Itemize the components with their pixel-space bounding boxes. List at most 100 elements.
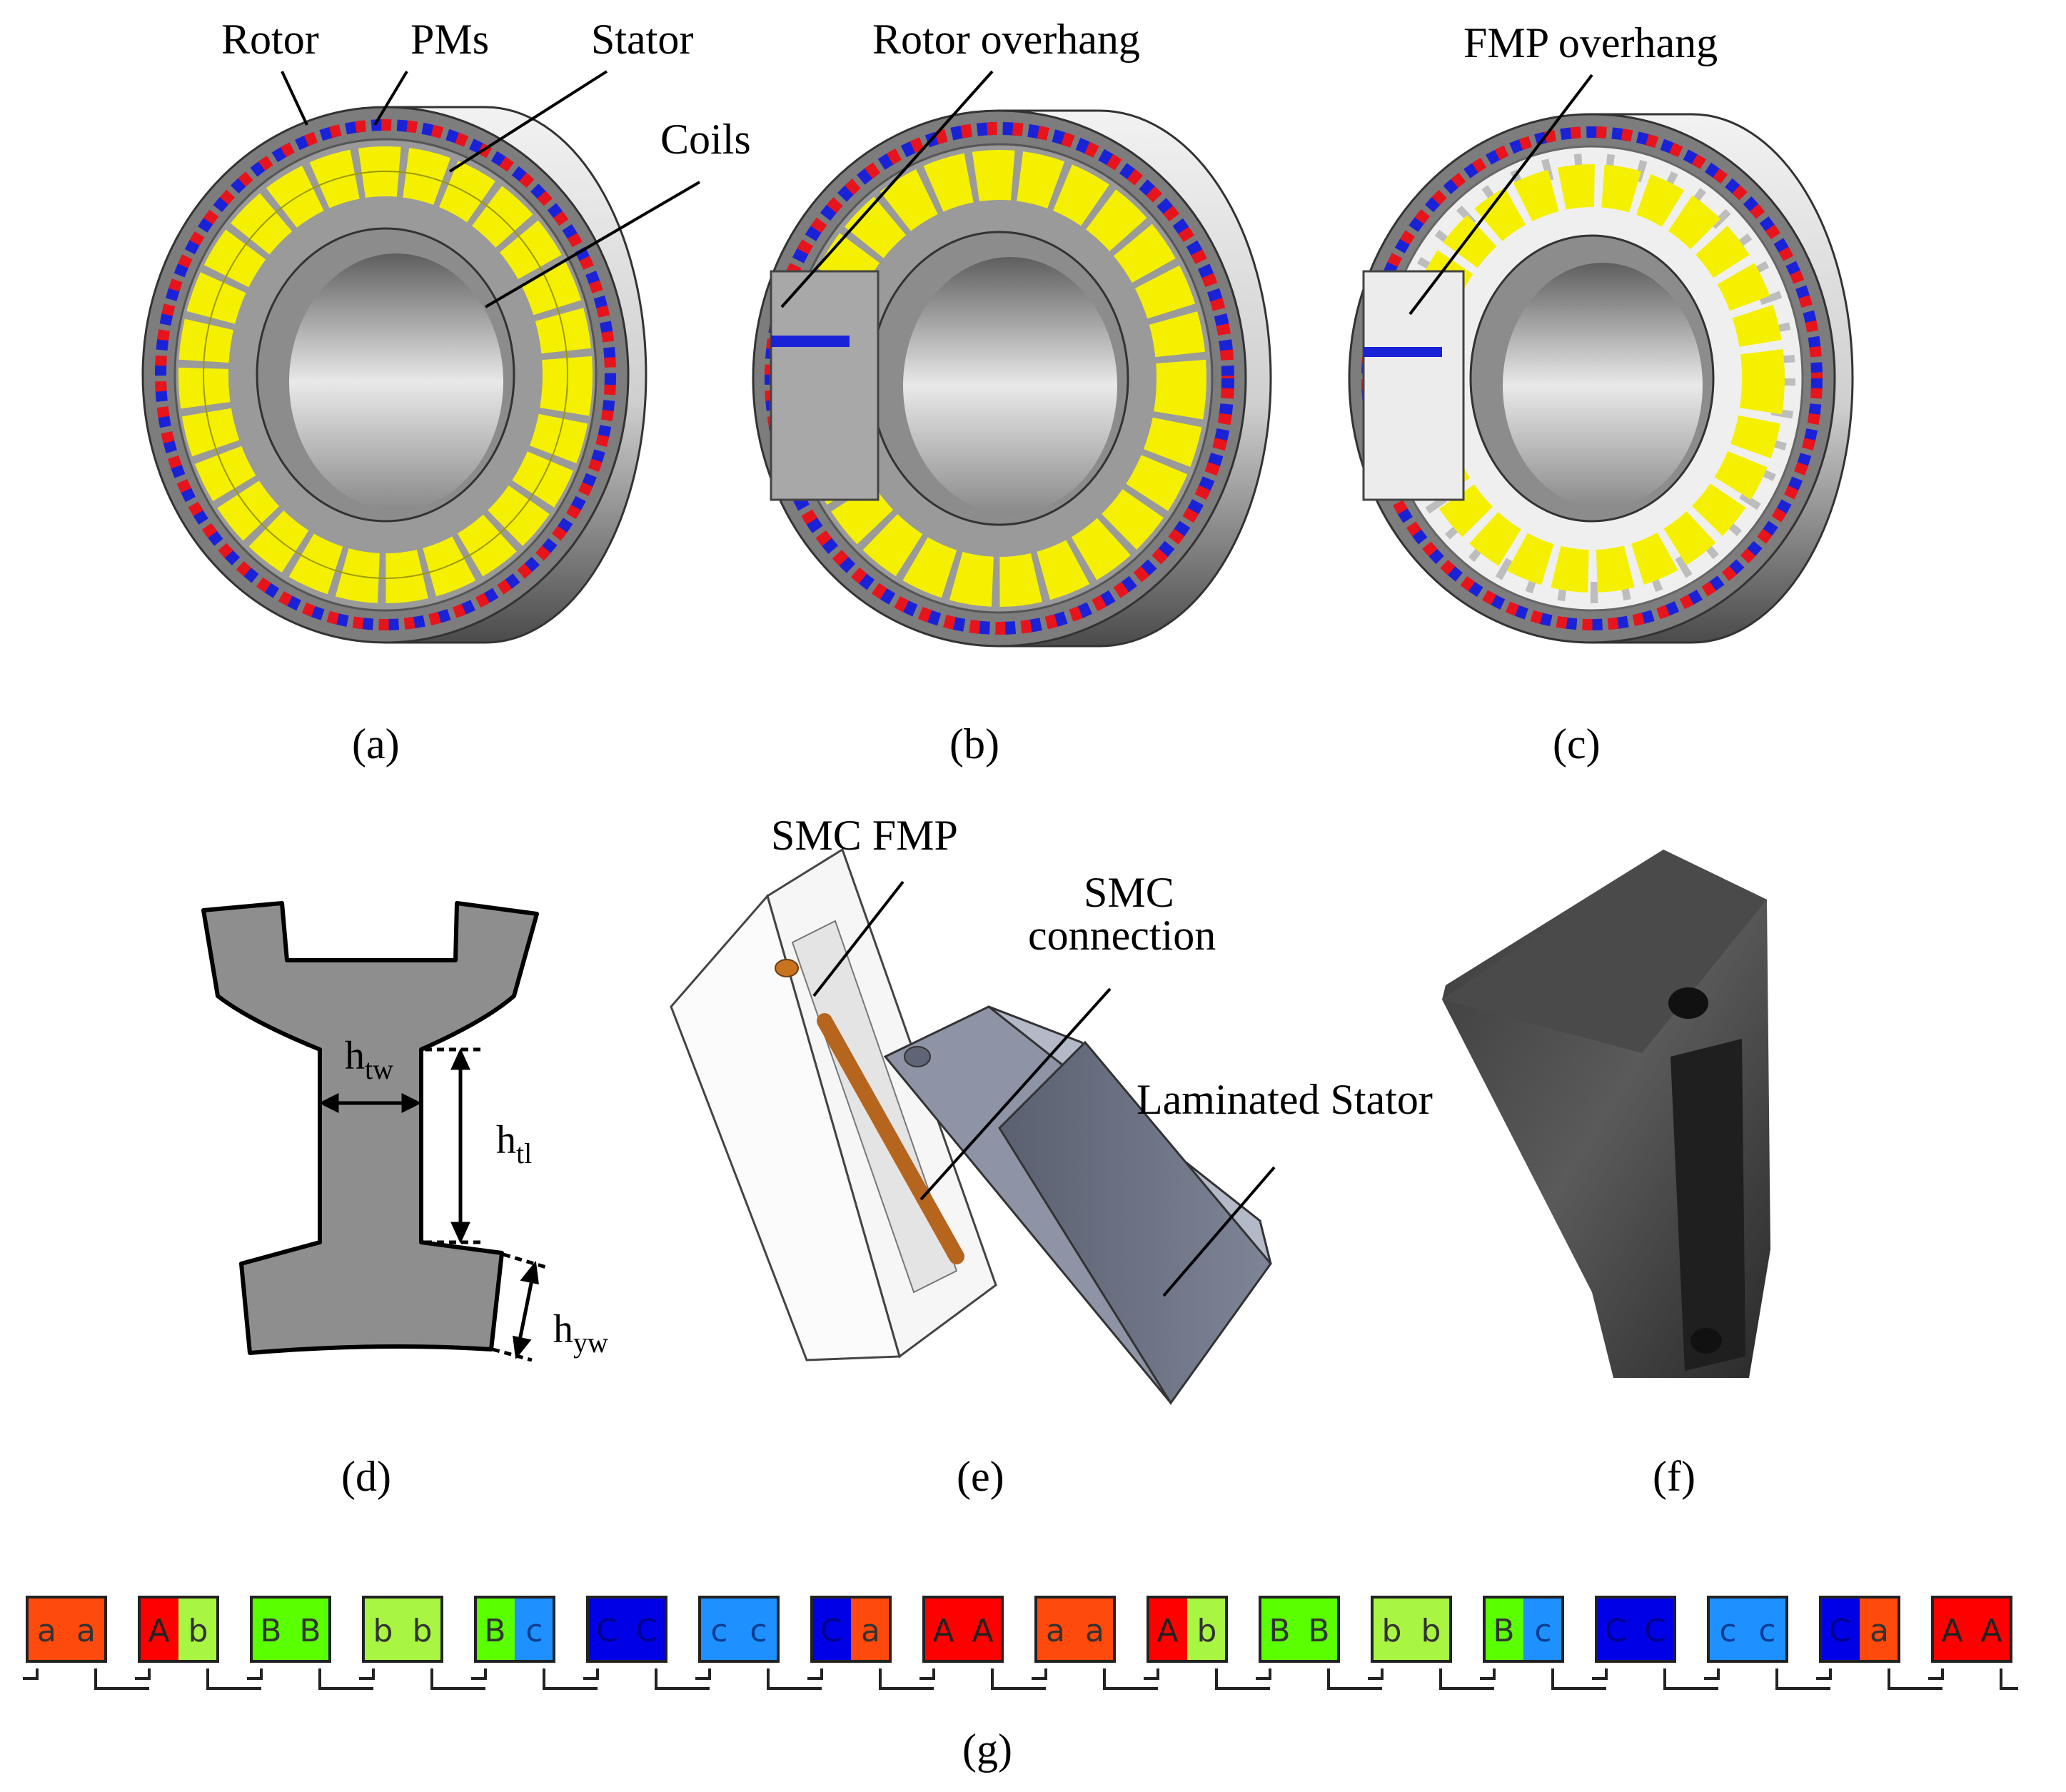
coil-phase-label: C (596, 1613, 618, 1649)
coil-side-left (812, 1597, 851, 1661)
stator-hole (904, 1046, 931, 1067)
coil-phase-label: A (932, 1613, 954, 1649)
coil-phase-label: A (148, 1613, 169, 1649)
coil-phase-label: a (1046, 1613, 1065, 1649)
coil-phase-label: A (1980, 1613, 2002, 1649)
coil-phase-label: a (76, 1613, 96, 1649)
label-htl: htl (496, 1118, 532, 1169)
slot-outline (922, 1596, 1004, 1663)
machine-a (141, 106, 647, 644)
photo-top-face (1442, 850, 1767, 1053)
leader-stator (448, 70, 608, 173)
coil-side-left (139, 1597, 178, 1661)
coil-side-left (1260, 1597, 1299, 1661)
coil-side-right (1075, 1597, 1114, 1661)
coil-side-left (1148, 1597, 1187, 1661)
coil-side-right (851, 1597, 890, 1661)
coil-phase-label: C (635, 1613, 657, 1649)
overhang-pm-b (771, 336, 850, 347)
label-smc-connection-2: connection (1028, 912, 1216, 959)
leaders-top (281, 70, 1593, 316)
coil-phase-label: A (1157, 1613, 1178, 1649)
coil-side-left (1820, 1597, 1860, 1661)
coil-side-left (1933, 1597, 1972, 1661)
dim-hyw (492, 1252, 547, 1362)
label-smc-connection-1: SMC (1084, 869, 1174, 916)
photo-hole-top (1668, 987, 1708, 1019)
coil-phase-label: A (1941, 1613, 1962, 1649)
label-fmp-overhang: FMP overhang (1463, 19, 1718, 66)
coil-phase-label: B (1269, 1613, 1290, 1649)
coil-phase-label: B (484, 1613, 505, 1649)
coil-phase-label: b (1197, 1613, 1217, 1649)
coil-phase-label: a (861, 1613, 880, 1649)
coil-side-right (739, 1597, 778, 1661)
slot-outline (1819, 1596, 1900, 1663)
smc-fmp-photo-f (1442, 850, 1770, 1378)
dim-htl (425, 1047, 482, 1244)
smc-fmp-side (670, 893, 901, 1361)
slot-outline (138, 1596, 219, 1663)
coil-side-right (627, 1597, 666, 1661)
bore-inner-c (1503, 263, 1703, 508)
leader-coils (484, 181, 701, 308)
coil-side-right (291, 1597, 330, 1661)
labels-top: Rotor PMs Stator Coils Rotor overhang FM… (221, 16, 1718, 163)
slot-outline (1595, 1596, 1676, 1663)
label-rotor: Rotor (221, 16, 319, 63)
slot-outline (810, 1596, 892, 1663)
slot-outline (698, 1596, 780, 1663)
caption-g: (g) (962, 1726, 1012, 1773)
slot-outline (1147, 1596, 1228, 1663)
overhang-pm-c (1364, 347, 1442, 357)
caption-c: (c) (1553, 720, 1601, 767)
slot-outline (1259, 1596, 1340, 1663)
leader-rotor-overhang (780, 70, 994, 308)
cutaway-b (770, 270, 880, 501)
photo-slot (1671, 1039, 1745, 1371)
exploded-view-e: SMC FMP SMC connection Laminated Stator (670, 812, 1433, 1405)
photo-hole-bottom (1690, 1328, 1722, 1354)
pm-ring-red-b (765, 122, 1234, 635)
coil-phase-label: C (1829, 1613, 1851, 1649)
slot-outline (1034, 1596, 1116, 1663)
coil-side-left (251, 1597, 291, 1661)
caption-d: (d) (341, 1453, 391, 1500)
machine-b (752, 109, 1272, 648)
label-hyw: hyw (553, 1307, 608, 1359)
pm-ring-red-c (1361, 126, 1823, 630)
coil-phase-label: c (1534, 1613, 1551, 1649)
coil-side-right (1187, 1597, 1226, 1661)
coil-side-left (363, 1597, 403, 1661)
coil-side-left (1372, 1597, 1411, 1661)
coil-side-left (27, 1597, 66, 1661)
slot-outline (26, 1596, 107, 1663)
coil-side-right (1860, 1597, 1899, 1661)
smc-connection-rod (817, 1013, 964, 1264)
slot-outline (1931, 1596, 2012, 1663)
label-coils: Coils (660, 116, 751, 163)
coil-side-left (1036, 1597, 1075, 1661)
leader-laminated-stator (1162, 1166, 1276, 1297)
coil-phase-label: c (1719, 1613, 1736, 1649)
coil-phase-label: A (972, 1613, 993, 1649)
leader-rotor (281, 71, 308, 126)
coil-phase-label: a (1870, 1613, 1889, 1649)
coil-phase-label: c (710, 1613, 727, 1649)
slot-outline (586, 1596, 667, 1663)
coil-phase-label: C (1644, 1613, 1666, 1649)
coil-phase-label: B (1308, 1613, 1329, 1649)
slot-outline (362, 1596, 443, 1663)
coil-phase-label: b (413, 1613, 433, 1649)
coil-side-right (178, 1597, 218, 1661)
caption-e: (e) (957, 1453, 1004, 1500)
